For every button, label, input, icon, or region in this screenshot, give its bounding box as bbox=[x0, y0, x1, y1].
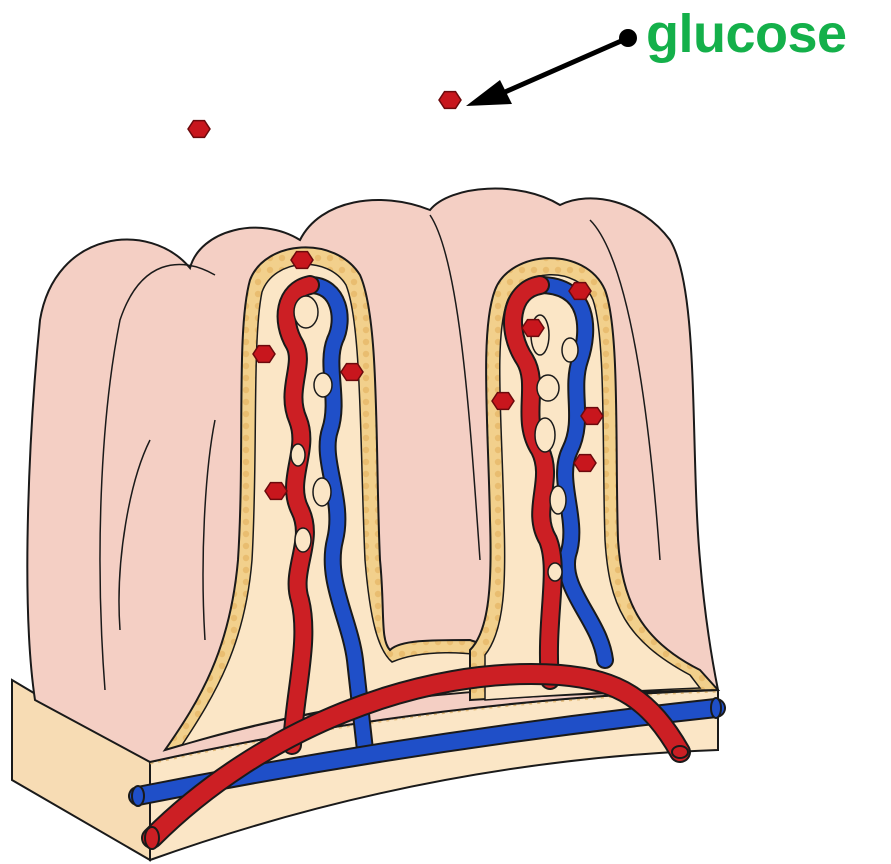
glucose-molecule bbox=[253, 346, 275, 363]
glucose-molecule bbox=[439, 92, 461, 109]
glucose-molecule bbox=[569, 283, 591, 300]
glucose-molecule bbox=[522, 320, 544, 337]
glucose-molecule bbox=[188, 121, 210, 138]
glucose-molecule bbox=[492, 393, 514, 410]
glucose-molecule bbox=[291, 252, 313, 269]
glucose-label: glucose bbox=[646, 2, 847, 66]
glucose-pointer-arrow bbox=[466, 29, 637, 106]
glucose-molecule bbox=[341, 364, 363, 381]
glucose-molecule bbox=[581, 408, 603, 425]
glucose-molecule bbox=[574, 455, 596, 472]
glucose-molecule bbox=[265, 483, 287, 500]
